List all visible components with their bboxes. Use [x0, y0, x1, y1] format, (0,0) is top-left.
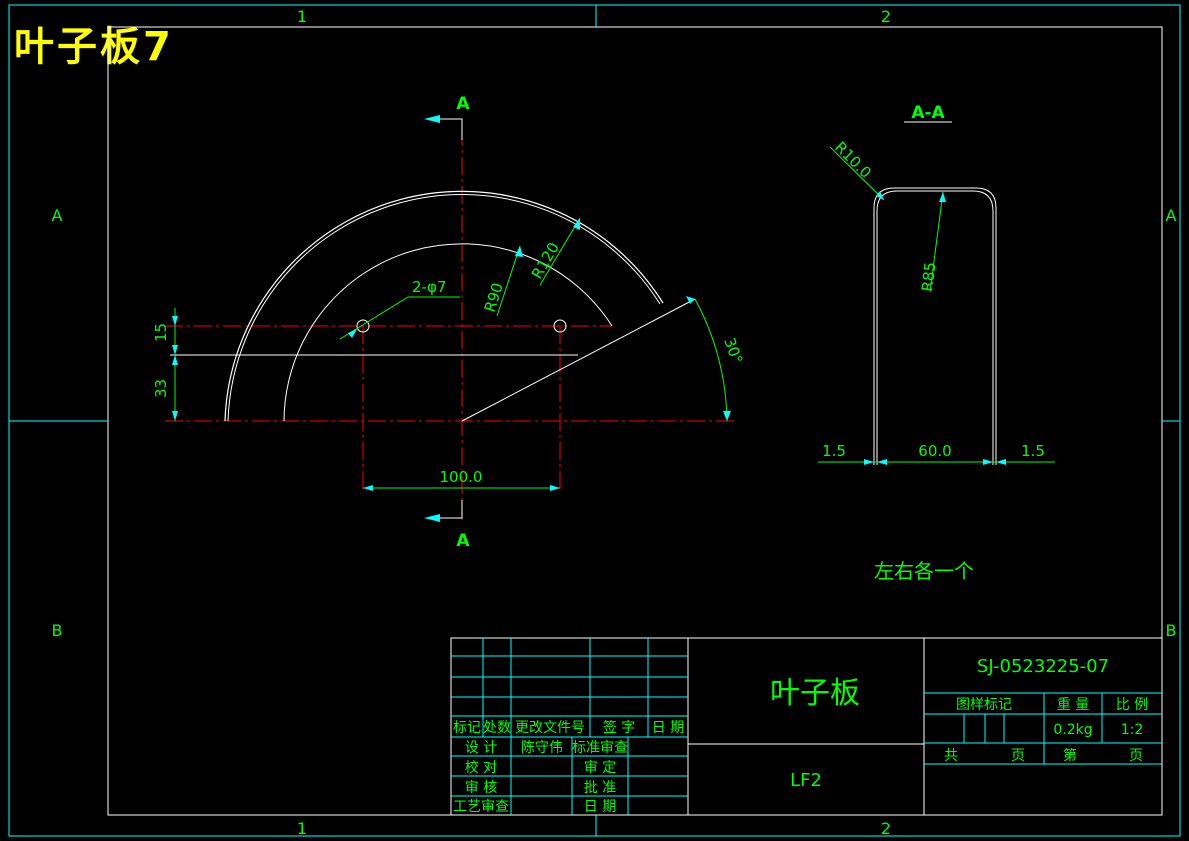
section-dim-arrow-3: [983, 459, 993, 465]
tb-scale-label: 比 例: [1116, 697, 1148, 713]
dim33-label: 33: [152, 379, 170, 398]
section-arrow-bottom: [424, 514, 440, 522]
hole-leader-arrow: [348, 329, 357, 338]
tb-weight-label: 重 量: [1057, 697, 1089, 713]
tb-page2: 页: [1129, 748, 1143, 764]
section-dim-arrow-4: [996, 459, 1006, 465]
main-view: 30° R90 R120 2-φ7 15 33 100.0 A A: [152, 94, 746, 551]
outer-arc-r120-inner: [227, 194, 661, 422]
tb-mark: 标记: [453, 720, 481, 736]
tb-process: 工艺审查: [453, 799, 509, 815]
r120-leader: [539, 217, 581, 286]
zone-col-1-top: 1: [297, 7, 307, 26]
zone-col-1-bottom: 1: [297, 819, 307, 838]
tb-count: 处数: [483, 720, 511, 736]
tb-material: LF2: [790, 770, 822, 791]
angle-arrow-bottom: [723, 411, 731, 421]
section-label-top: A: [456, 94, 470, 114]
hole-leader: [339, 296, 460, 340]
dim33-arrow-b: [172, 411, 178, 421]
dim100-arrow-left: [363, 485, 373, 491]
section-outer-profile: [873, 187, 997, 465]
tb-drawing-no: SJ-0523225-07: [977, 656, 1109, 677]
right-thickness-label: 1.5: [1021, 442, 1045, 460]
section-mark-top: [428, 118, 463, 140]
r90-arrow: [515, 246, 523, 257]
angle-label: 30°: [720, 335, 746, 366]
tb-standardize: 标准审查: [572, 740, 628, 756]
r10-arrow: [876, 191, 884, 200]
tb-docno: 更改文件号: [515, 720, 585, 736]
angle-30-line: [461, 298, 696, 422]
section-dim-arrow-1: [864, 459, 874, 465]
tb-date2: 日 期: [584, 799, 616, 815]
title-block-grid: [451, 638, 1162, 815]
r90-label: R90: [481, 281, 507, 315]
quantity-note: 左右各一个: [874, 559, 974, 583]
dim15-label: 15: [152, 323, 170, 342]
drawing-title: 叶子板7: [14, 24, 174, 70]
hole-label: 2-φ7: [412, 278, 446, 296]
section-dim-arrow-2: [877, 459, 887, 465]
tb-date: 日 期: [652, 720, 684, 736]
tb-weight: 0.2kg: [1053, 722, 1092, 738]
tb-page: 页: [1011, 748, 1025, 764]
tb-scale: 1:2: [1121, 722, 1144, 738]
zone-row-b-right: B: [1166, 621, 1177, 640]
angle-arrow-top: [686, 296, 695, 304]
tb-design: 设 计: [465, 740, 497, 756]
dim15-arrow-b: [172, 345, 178, 355]
tb-review: 审 定: [584, 760, 616, 776]
r120-label: R120: [528, 239, 563, 282]
section-label-bottom: A: [456, 531, 470, 551]
tb-sign: 签 字: [603, 719, 635, 736]
left-thickness-label: 1.5: [822, 442, 846, 460]
hole-left: [356, 319, 370, 333]
r85-label: R85: [918, 261, 939, 292]
outer-arc-r120: [224, 190, 664, 422]
tb-audit: 审 核: [465, 780, 497, 796]
zone-row-a-left: A: [52, 206, 63, 225]
width-label: 60.0: [918, 442, 951, 460]
tb-drawing-mark: 图样标记: [956, 697, 1012, 713]
title-block-frame: [450, 637, 1163, 816]
tb-designer: 陈守伟: [521, 739, 563, 756]
dim100-arrow-right: [550, 485, 560, 491]
r85-leader: [929, 191, 944, 293]
zone-col-2-top: 2: [881, 7, 891, 26]
tb-total: 共: [944, 748, 958, 764]
section-title: A-A: [911, 103, 945, 123]
section-inner-profile: [876, 190, 994, 465]
tb-check: 校 对: [465, 759, 497, 776]
r120-arrow: [573, 218, 580, 230]
dim15-arrow-a: [172, 316, 178, 326]
r90-leader: [496, 245, 521, 317]
r85-arrow: [939, 192, 946, 202]
section-arrow-top: [424, 115, 440, 123]
section-view: A-A R10.0 R85 1.5 60.0 1.5: [818, 103, 1055, 465]
hole-right: [553, 319, 567, 333]
r10-leader: [829, 146, 885, 201]
dim33-arrow-a: [172, 355, 178, 365]
dim100-label: 100.0: [440, 468, 483, 486]
angle-dim-arc: [694, 298, 728, 422]
zone-row-a-right: A: [1166, 206, 1177, 225]
inner-arc-r90: [283, 243, 613, 422]
tb-part-name: 叶子板: [770, 676, 860, 711]
section-mark-bottom: [428, 500, 463, 519]
tb-sheet: 第: [1063, 747, 1077, 764]
zone-col-2-bottom: 2: [881, 819, 891, 838]
tb-approve: 批 准: [584, 780, 616, 796]
title-block: [450, 637, 1163, 816]
r10-label: R10.0: [831, 138, 875, 182]
zone-row-b-left: B: [52, 621, 63, 640]
title-block-text: 标记 处数 更改文件号 签 字 日 期 设 计 陈守伟 标准审查 校 对 审 定…: [453, 656, 1148, 815]
